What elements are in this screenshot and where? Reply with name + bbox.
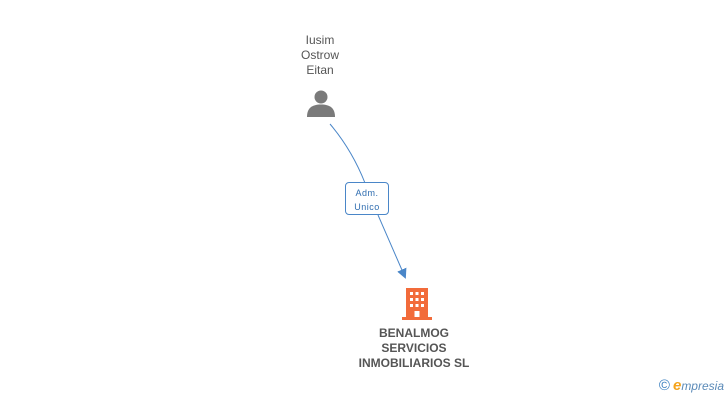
company-name[interactable]: BENALMOG SERVICIOS INMOBILIARIOS SL xyxy=(334,326,494,371)
role-line: Unico xyxy=(354,202,380,212)
person-name-line: Ostrow xyxy=(300,48,339,62)
role-badge[interactable]: Adm. Unico xyxy=(345,182,389,215)
relation-edge xyxy=(329,123,405,277)
role-line: Adm. xyxy=(355,188,379,198)
company-name-line: SERVICIOS xyxy=(381,341,447,355)
company-name-line: BENALMOG xyxy=(379,326,449,340)
person-name-line: Iusim xyxy=(305,33,335,47)
person-icon[interactable] xyxy=(306,88,336,118)
brand-logo-text: mpresia xyxy=(681,379,724,393)
copyright-icon: © xyxy=(658,377,670,394)
brand-logo-initial: e xyxy=(672,377,682,394)
company-name-line: INMOBILIARIOS SL xyxy=(358,356,470,370)
person-name-line: Eitan xyxy=(306,63,334,77)
person-name[interactable]: Iusim Ostrow Eitan xyxy=(270,33,370,78)
building-icon[interactable] xyxy=(401,286,433,322)
brand-logo: ©empresia xyxy=(659,377,724,394)
